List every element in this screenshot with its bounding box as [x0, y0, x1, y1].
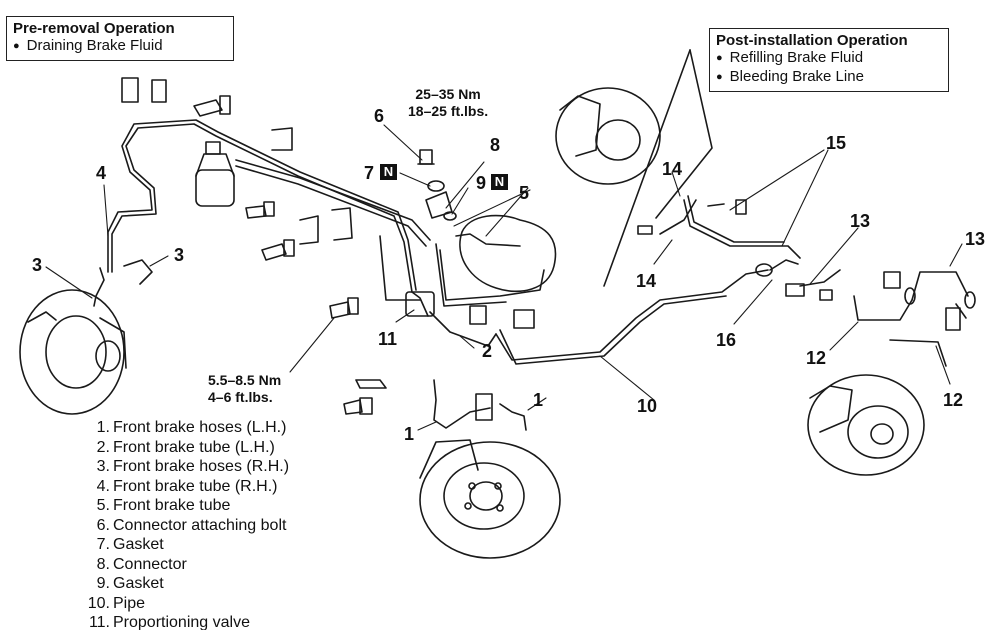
- callout-14: 14: [662, 159, 683, 179]
- legend-number: 8.: [96, 555, 110, 573]
- legend-item: 4.Front brake tube (R.H.): [84, 477, 289, 497]
- legend-label: Pipe: [113, 594, 146, 612]
- legend-item: 6.Connector attaching bolt: [84, 516, 289, 536]
- callout-14: 14: [636, 271, 657, 291]
- master-cylinder: [195, 141, 235, 207]
- callout-3: 3: [174, 245, 185, 265]
- torque-spec-upper: 25–35 Nm 18–25 ft.lbs.: [408, 86, 488, 120]
- legend-label: Front brake tube: [113, 497, 231, 514]
- torque-spec-lower: 5.5–8.5 Nm 4–6 ft.lbs.: [208, 372, 281, 406]
- legend-item: 1.Front brake hoses (L.H.): [84, 418, 289, 438]
- front-brake-hoses: [93, 259, 527, 431]
- callout-10: 10: [637, 396, 658, 416]
- callout-12: 12: [943, 390, 964, 410]
- legend-label: Front brake tube (R.H.): [113, 477, 278, 495]
- legend-number: 4.: [96, 477, 110, 495]
- brake-tubes: [107, 119, 769, 365]
- callout-12: 12: [806, 348, 827, 368]
- post-installation-title: Post-installation Operation: [716, 32, 908, 49]
- front-left-brake-disc: [19, 289, 127, 415]
- pre-removal-title: Pre-removal Operation: [13, 20, 175, 37]
- post-installation-item: Refilling Brake Fluid: [716, 49, 940, 68]
- legend-number: 10.: [87, 594, 110, 612]
- rear-left-caliper: [555, 49, 713, 287]
- callout-16: 16: [716, 330, 737, 350]
- rear-brake-tubes: [659, 195, 969, 367]
- legend-item: 9.Gasket: [84, 574, 289, 594]
- callout-13: 13: [850, 211, 871, 231]
- legend-label: Front brake hoses (R.H.): [113, 458, 290, 475]
- pre-removal-box: Pre-removal Operation Draining Brake Flu…: [6, 16, 234, 61]
- torque-metric: 5.5–8.5 Nm: [208, 372, 282, 388]
- brake-booster: [459, 214, 557, 293]
- post-installation-item: Bleeding Brake Line: [716, 68, 940, 87]
- legend-number: 7.: [96, 536, 110, 553]
- callout-8: 8: [490, 135, 501, 155]
- callout-5: 5: [519, 183, 530, 203]
- callout-15: 15: [826, 133, 847, 153]
- callout-11: 11: [378, 329, 398, 349]
- callout-9: 9: [476, 173, 487, 193]
- callout-1: 1: [533, 390, 544, 410]
- legend-item: 7.Gasket: [84, 535, 289, 555]
- torque-imperial: 18–25 ft.lbs.: [408, 103, 489, 119]
- legend-item: 10.Pipe: [84, 594, 289, 614]
- legend-label: Gasket: [113, 575, 164, 592]
- legend-item: 8.Connector: [84, 555, 289, 575]
- pre-removal-item: Draining Brake Fluid: [13, 37, 225, 56]
- legend-label: Proportioning valve: [113, 614, 250, 630]
- callout-7: 7: [364, 163, 375, 183]
- torque-imperial: 4–6 ft.lbs.: [208, 389, 273, 405]
- callout-3: 3: [32, 255, 43, 275]
- legend-label: Front brake hoses (L.H.): [113, 419, 287, 436]
- legend-number: 2.: [96, 438, 110, 456]
- legend-number: 3.: [96, 458, 110, 475]
- torque-metric: 25–35 Nm: [415, 86, 481, 102]
- legend-number: 1.: [96, 419, 110, 436]
- legend-item: 5.Front brake tube: [84, 496, 289, 516]
- callout-13: 13: [965, 229, 986, 249]
- new-part-badge: N: [380, 164, 397, 180]
- callout-1: 1: [404, 424, 415, 444]
- legend-number: 9.: [96, 575, 110, 592]
- post-installation-box: Post-installation Operation Refilling Br…: [709, 28, 949, 92]
- front-right-brake-disc: [419, 439, 561, 559]
- parts-legend: 1.Front brake hoses (L.H.) 2.Front brake…: [84, 418, 289, 630]
- legend-label: Connector: [113, 555, 187, 573]
- callout-2: 2: [482, 341, 493, 361]
- callout-6: 6: [374, 106, 385, 126]
- legend-label: Gasket: [113, 536, 164, 553]
- leader-lines: [45, 124, 963, 431]
- legend-item: 3.Front brake hoses (R.H.): [84, 457, 289, 477]
- legend-number: 11.: [88, 614, 110, 630]
- new-part-badge: N: [491, 174, 508, 190]
- legend-item: 11.Proportioning valve: [84, 613, 289, 630]
- legend-label: Connector attaching bolt: [113, 516, 287, 534]
- legend-item: 2.Front brake tube (L.H.): [84, 438, 289, 458]
- loose-parts: [121, 77, 976, 421]
- legend-number: 5.: [96, 497, 110, 514]
- rear-right-brake-disc: [807, 374, 925, 476]
- legend-number: 6.: [96, 516, 110, 534]
- legend-label: Front brake tube (L.H.): [113, 438, 275, 456]
- callout-4: 4: [96, 163, 107, 183]
